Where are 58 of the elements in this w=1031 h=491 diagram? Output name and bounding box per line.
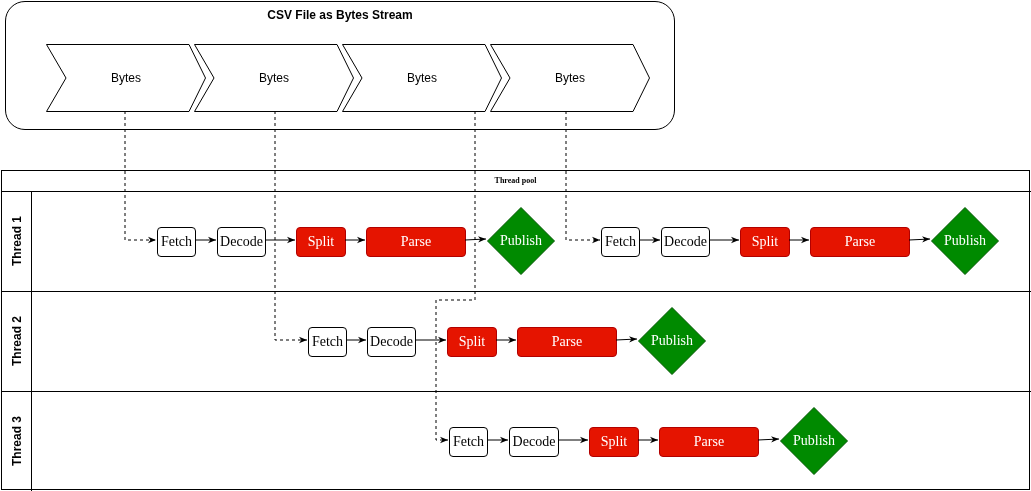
chevron-step (194, 44, 354, 112)
process-box: Split (296, 227, 346, 257)
arrow (565, 110, 601, 244)
step-label: Bytes (555, 71, 585, 85)
chevron-step (490, 44, 650, 112)
arrow (345, 336, 367, 344)
step-label: Bytes (407, 71, 437, 85)
arrow (435, 110, 476, 444)
swimlane-pool (1, 170, 1030, 490)
arrow (414, 336, 447, 344)
process-box: Split (447, 327, 497, 357)
process-box: Fetch (308, 327, 347, 357)
arrow (638, 236, 661, 244)
arrow (264, 236, 296, 244)
process-box: Parse (517, 327, 617, 357)
decision-diamond: Publish (487, 207, 555, 275)
arrow (464, 236, 487, 243)
process-box: Split (740, 227, 790, 257)
lane-label: Thread 3 (9, 416, 24, 467)
chevron-step (46, 44, 206, 112)
lane-label: Thread 1 (9, 216, 24, 267)
arrow (486, 436, 509, 444)
arrow (788, 236, 810, 244)
arrow (194, 236, 217, 244)
lane-label: Thread 2 (9, 316, 24, 367)
arrow (124, 110, 157, 244)
arrow (708, 236, 740, 244)
arrow (274, 110, 308, 344)
pool-title: Thread pool (493, 176, 538, 185)
decision-diamond: Publish (780, 407, 848, 475)
process-box: Fetch (601, 227, 640, 257)
decision-diamond: Publish (638, 307, 706, 375)
arrow (344, 236, 366, 244)
arrow (557, 436, 589, 444)
process-box: Parse (659, 427, 759, 457)
stream-container (5, 1, 675, 130)
step-label: Bytes (111, 71, 141, 85)
swimlane (2, 191, 1031, 291)
arrow (495, 336, 517, 344)
process-box: Decode (367, 327, 416, 357)
decision-diamond: Publish (931, 207, 999, 275)
process-box: Parse (366, 227, 466, 257)
process-box: Decode (217, 227, 266, 257)
container-title: CSV File as Bytes Stream (266, 8, 414, 23)
arrow (615, 336, 638, 343)
process-box: Decode (661, 227, 710, 257)
arrow (637, 436, 659, 444)
process-box: Decode (509, 427, 559, 457)
arrow (908, 236, 931, 243)
process-box: Fetch (157, 227, 196, 257)
process-box: Split (589, 427, 639, 457)
swimlane (2, 291, 1031, 391)
swimlane (2, 391, 1031, 491)
step-label: Bytes (259, 71, 289, 85)
chevron-step (342, 44, 502, 112)
process-box: Fetch (449, 427, 488, 457)
process-box: Parse (810, 227, 910, 257)
arrow (757, 436, 780, 443)
